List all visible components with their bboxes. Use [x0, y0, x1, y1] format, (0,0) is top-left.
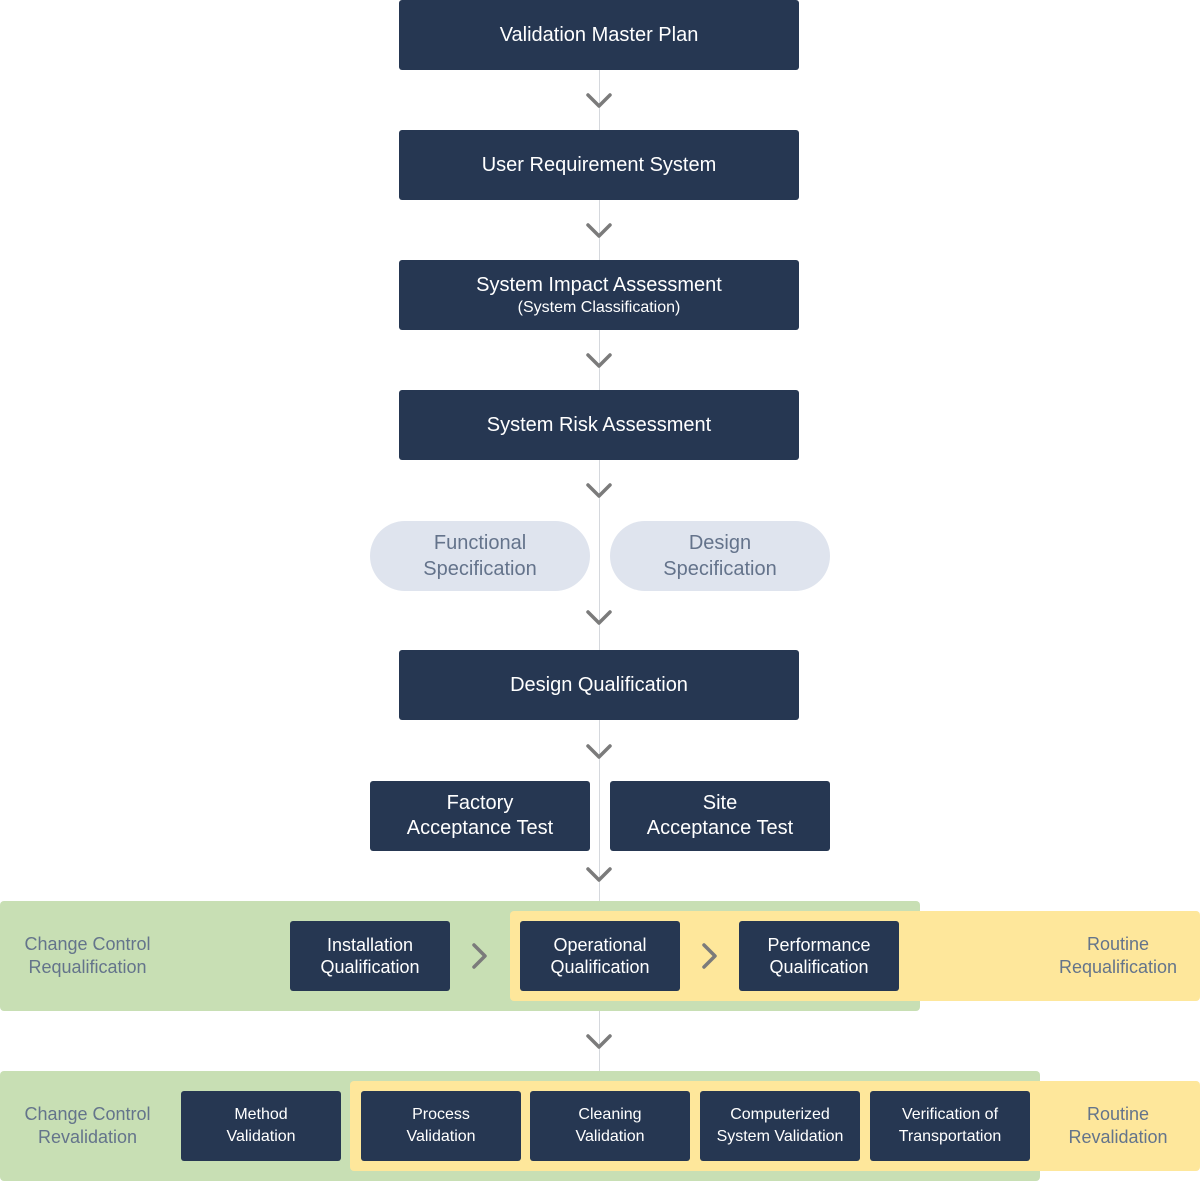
chevron-down-icon	[586, 610, 612, 625]
chevron-down-icon	[586, 1034, 612, 1049]
performance-qualification-line2: Qualification	[769, 957, 869, 977]
connector-line	[599, 720, 600, 901]
verification-of-transportation-box: Verification of Transportation	[870, 1091, 1030, 1161]
change-control-revalidation-line1: Change Control	[24, 1103, 151, 1124]
change-control-requalification-line2: Requalification	[28, 957, 147, 977]
connector-line	[599, 200, 600, 260]
routine-requalification-line1: Routine	[1086, 933, 1150, 954]
connector-line	[599, 460, 600, 650]
method-validation-line2: Validation	[226, 1128, 296, 1145]
installation-qualification-box: Installation Qualification	[290, 921, 450, 991]
method-validation-box: Method Validation	[181, 1091, 341, 1161]
verification-of-transportation-line2: Transportation	[898, 1128, 1002, 1145]
functional-specification-line2: Specification	[423, 558, 537, 580]
operational-qualification-box: Operational Qualification	[520, 921, 680, 991]
connector-line	[599, 330, 600, 390]
performance-qualification-box: Performance Qualification	[739, 921, 899, 991]
chevron-right-icon	[702, 943, 717, 969]
system-impact-assessment-box: System Impact Assessment (System Classif…	[399, 260, 799, 330]
change-control-requalification-line1: Change Control	[24, 933, 151, 954]
operational-qualification-line1: Operational	[553, 934, 647, 955]
routine-revalidation-label: Routine Revalidation	[1042, 1081, 1194, 1171]
change-control-revalidation-label: Change Control Revalidation	[10, 1071, 165, 1181]
installation-qualification-line2: Qualification	[320, 957, 420, 977]
chevron-down-icon	[586, 353, 612, 368]
system-impact-assessment-label: System Impact Assessment	[476, 273, 722, 296]
process-validation-line1: Process	[412, 1106, 470, 1124]
chevron-down-icon	[586, 93, 612, 108]
site-acceptance-test-line1: Site	[702, 792, 738, 814]
system-classification-label: (System Classification)	[517, 298, 681, 316]
change-control-revalidation-line2: Revalidation	[37, 1127, 138, 1147]
site-acceptance-test-line2: Acceptance Test	[646, 817, 794, 839]
factory-acceptance-test-line1: Factory	[446, 792, 514, 814]
connector-line	[599, 70, 600, 130]
computerized-system-validation-line1: Computerized	[730, 1106, 830, 1124]
cleaning-validation-line2: Validation	[575, 1128, 645, 1145]
routine-revalidation-line2: Revalidation	[1068, 1127, 1168, 1147]
cleaning-validation-line1: Cleaning	[578, 1106, 642, 1124]
chevron-down-icon	[586, 223, 612, 238]
computerized-system-validation-box: Computerized System Validation	[700, 1091, 860, 1161]
operational-qualification-line2: Qualification	[550, 957, 650, 977]
routine-requalification-line2: Requalification	[1058, 957, 1178, 977]
system-risk-assessment-box: System Risk Assessment	[399, 390, 799, 460]
chevron-down-icon	[586, 744, 612, 759]
factory-acceptance-test-line2: Acceptance Test	[406, 817, 554, 839]
chevron-down-icon	[586, 867, 612, 882]
design-specification-line2: Specification	[663, 558, 777, 580]
user-requirement-system-label: User Requirement System	[481, 153, 717, 176]
validation-master-plan-box: Validation Master Plan	[399, 0, 799, 70]
design-specification-pill: Design Specification	[610, 521, 830, 591]
computerized-system-validation-line2: System Validation	[716, 1128, 844, 1145]
change-control-requalification-label: Change Control Requalification	[10, 901, 165, 1011]
process-validation-box: Process Validation	[361, 1091, 521, 1161]
site-acceptance-test-box: Site Acceptance Test	[610, 781, 830, 851]
routine-requalification-label: Routine Requalification	[1042, 911, 1194, 1001]
method-validation-line1: Method	[234, 1106, 288, 1124]
design-specification-line1: Design	[688, 532, 752, 554]
performance-qualification-line1: Performance	[767, 934, 871, 955]
functional-specification-pill: Functional Specification	[370, 521, 590, 591]
chevron-right-icon	[472, 943, 487, 969]
verification-of-transportation-line1: Verification of	[901, 1106, 999, 1124]
factory-acceptance-test-box: Factory Acceptance Test	[370, 781, 590, 851]
design-qualification-label: Design Qualification	[510, 673, 688, 696]
installation-qualification-line1: Installation	[326, 934, 414, 955]
user-requirement-system-box: User Requirement System	[399, 130, 799, 200]
design-qualification-box: Design Qualification	[399, 650, 799, 720]
system-risk-assessment-label: System Risk Assessment	[486, 413, 712, 436]
connector-line	[599, 1011, 600, 1071]
process-validation-line2: Validation	[406, 1128, 476, 1145]
routine-revalidation-line1: Routine	[1086, 1103, 1150, 1124]
chevron-down-icon	[586, 483, 612, 498]
functional-specification-line1: Functional	[433, 532, 527, 554]
cleaning-validation-box: Cleaning Validation	[530, 1091, 690, 1161]
validation-master-plan-label: Validation Master Plan	[499, 23, 699, 46]
